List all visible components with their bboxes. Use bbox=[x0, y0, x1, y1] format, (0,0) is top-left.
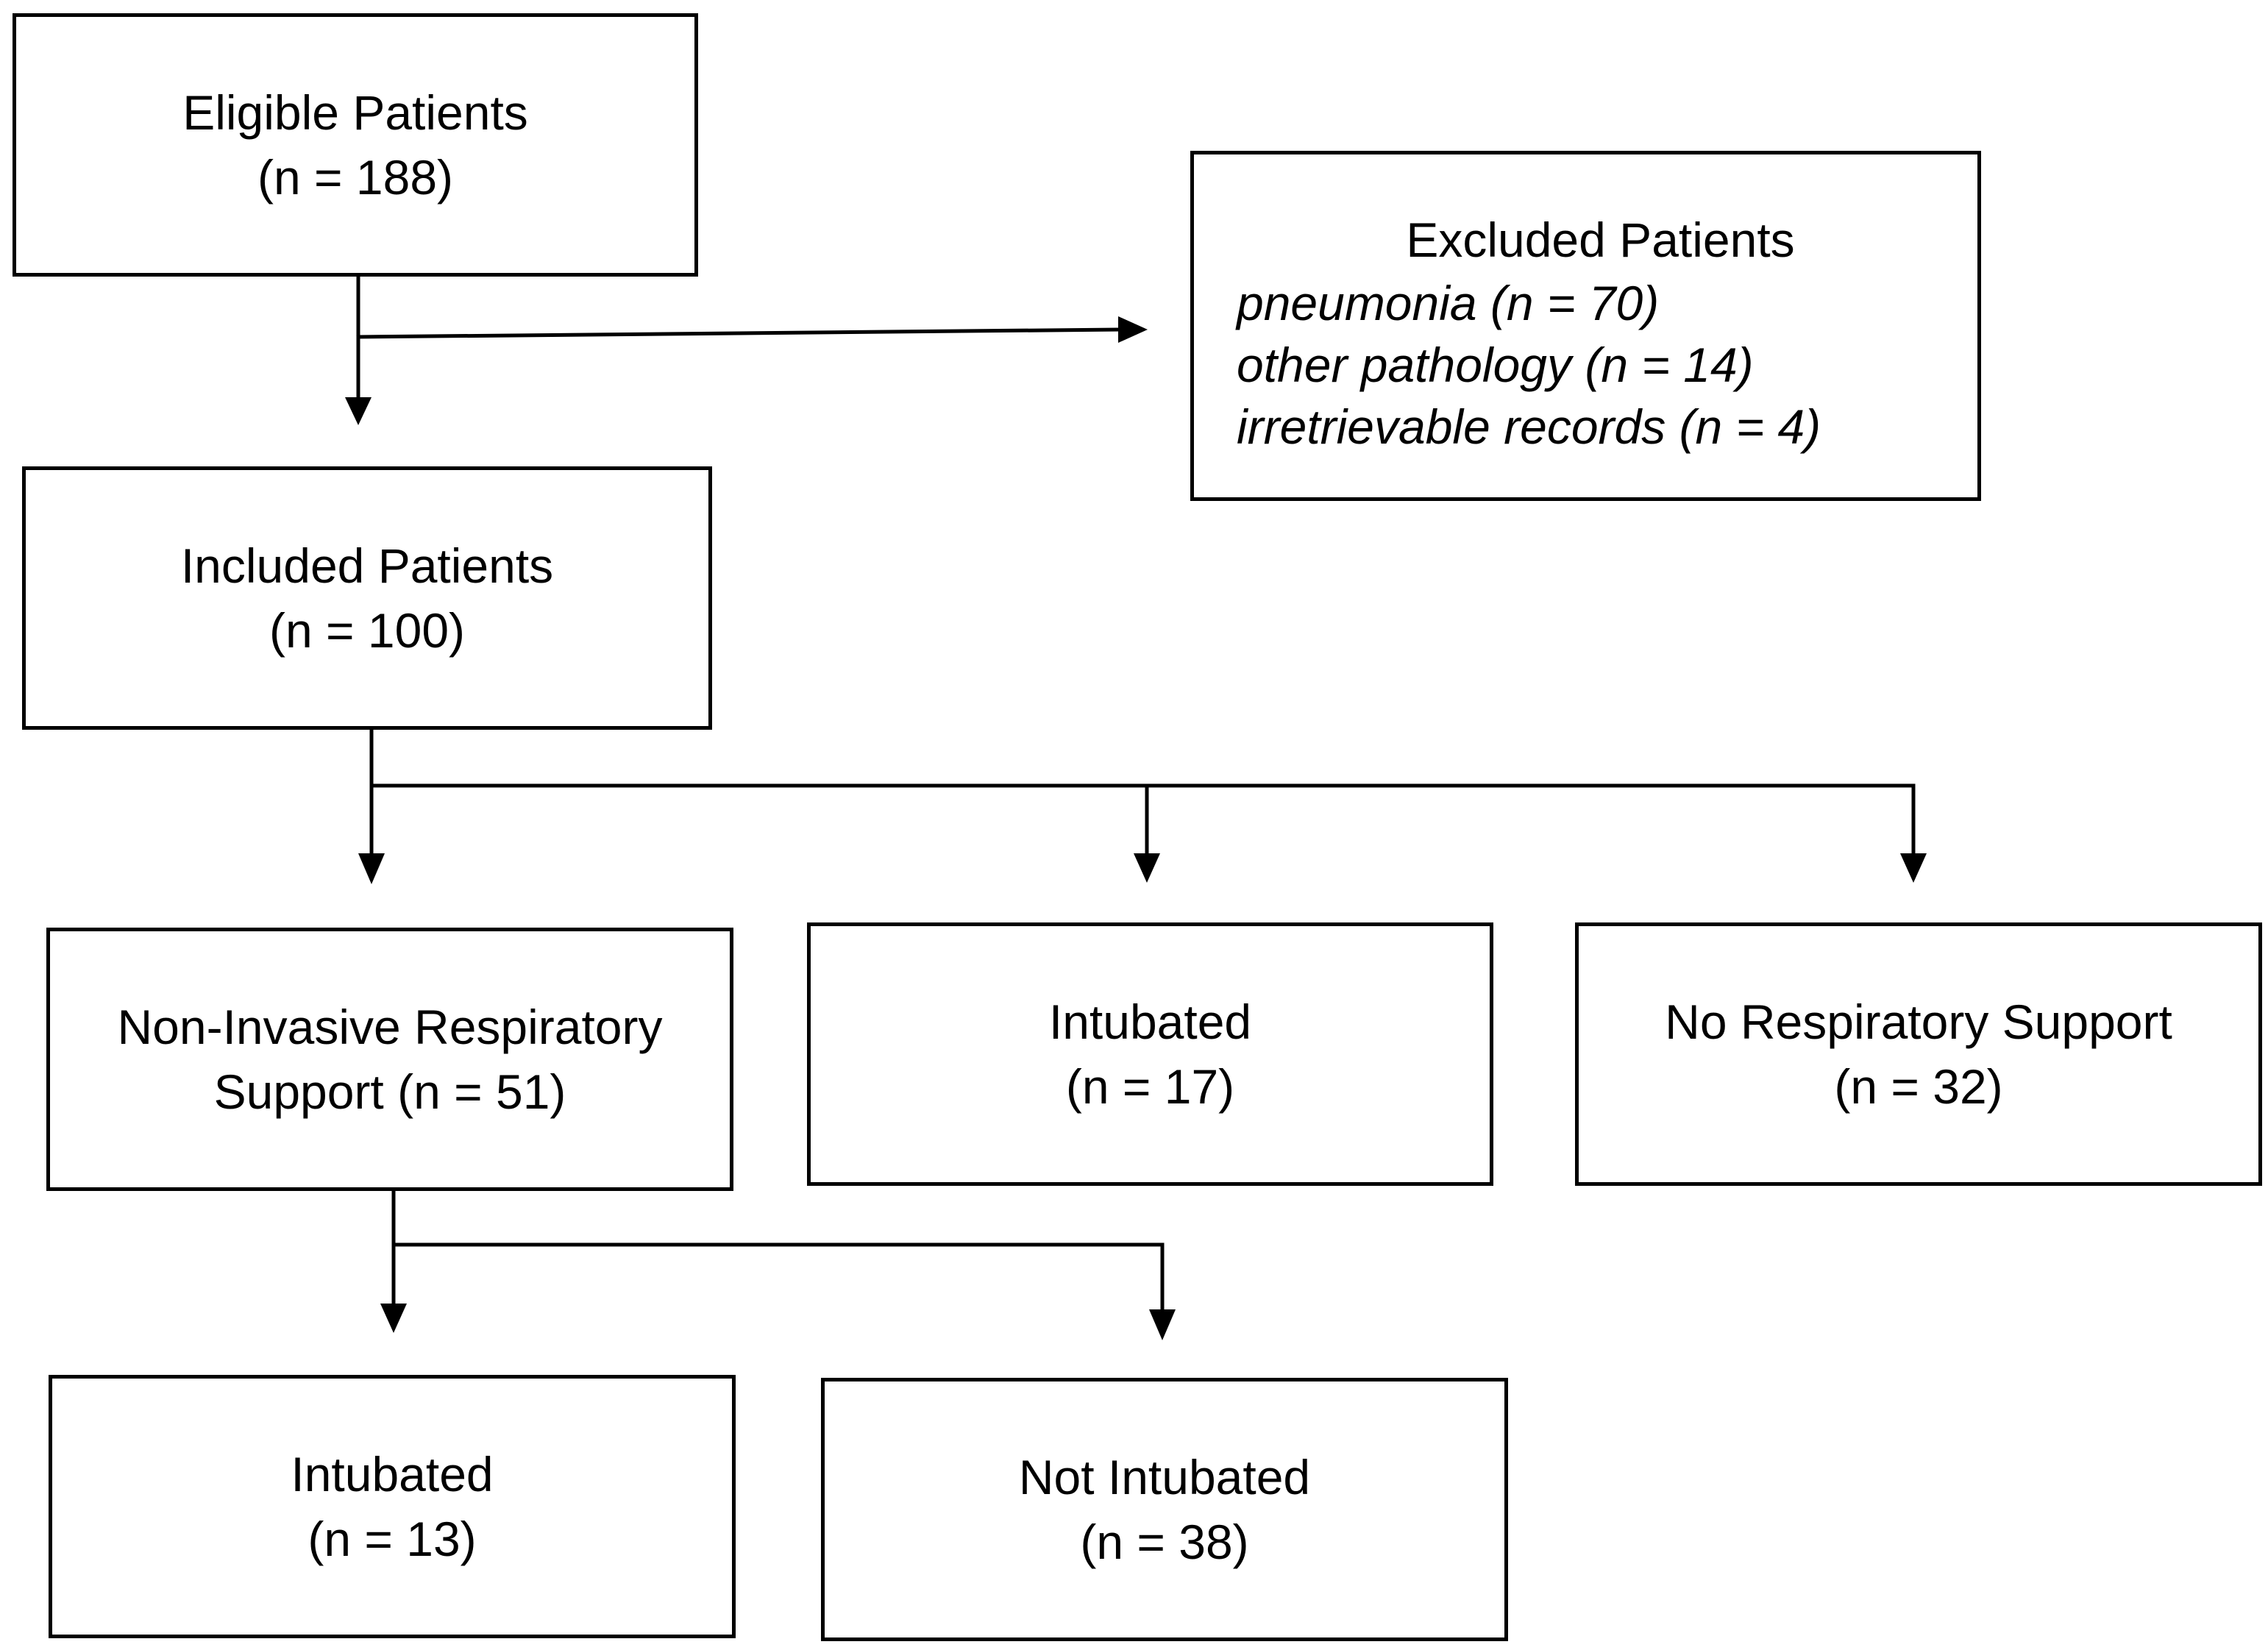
no-respiratory-support-title: No Respiratory Support bbox=[1665, 995, 2172, 1049]
included-patients-box: Included Patients (n = 100) bbox=[22, 466, 712, 730]
arrowhead-nirs bbox=[358, 853, 385, 884]
intubated-title: Intubated bbox=[1048, 995, 1252, 1049]
arrowhead-intubated bbox=[1134, 853, 1160, 883]
arrowhead-not-intubated bbox=[1149, 1309, 1176, 1340]
no-respiratory-support-count: (n = 32) bbox=[1834, 1059, 2003, 1114]
arrowhead-no-support bbox=[1900, 853, 1927, 883]
intubated-box: Intubated (n = 17) bbox=[807, 922, 1493, 1186]
no-respiratory-support-box: No Respiratory Support (n = 32) bbox=[1575, 922, 2262, 1186]
arrowhead-included bbox=[345, 397, 372, 425]
non-invasive-support-line2: Support (n = 51) bbox=[213, 1064, 566, 1119]
exclusion-reason-pneumonia: pneumonia (n = 70) bbox=[1237, 276, 1660, 330]
exclusion-reason-irretrievable-records: irretrievable records (n = 4) bbox=[1237, 399, 1821, 454]
exclusion-branch-line bbox=[356, 327, 1120, 339]
included-patients-title: Included Patients bbox=[180, 538, 554, 593]
non-invasive-support-line1: Non-Invasive Respiratory bbox=[117, 1000, 663, 1054]
excluded-patients-box: Excluded Patients pneumonia (n = 70) oth… bbox=[1190, 151, 1981, 501]
included-patients-count: (n = 100) bbox=[269, 603, 465, 658]
non-invasive-support-box: Non-Invasive Respiratory Support (n = 51… bbox=[46, 928, 733, 1191]
exclusion-reason-other-pathology: other pathology (n = 14) bbox=[1237, 338, 1754, 392]
nirs-intubated-count: (n = 13) bbox=[308, 1512, 477, 1566]
eligible-patients-box: Eligible Patients (n = 188) bbox=[13, 13, 698, 277]
nirs-intubated-title: Intubated bbox=[291, 1447, 494, 1501]
nirs-not-intubated-count: (n = 38) bbox=[1080, 1515, 1249, 1569]
arrowhead-excluded bbox=[1118, 316, 1148, 343]
nirs-intubated-box: Intubated (n = 13) bbox=[49, 1375, 736, 1638]
intubated-count: (n = 17) bbox=[1065, 1059, 1235, 1114]
nirs-not-intubated-title: Not Intubated bbox=[1018, 1450, 1311, 1504]
excluded-patients-title: Excluded Patients bbox=[1406, 213, 1795, 267]
arrowhead-sub-intubated bbox=[380, 1304, 407, 1333]
eligible-patients-title: Eligible Patients bbox=[182, 85, 528, 140]
eligible-patients-count: (n = 188) bbox=[257, 150, 453, 205]
nirs-not-intubated-box: Not Intubated (n = 38) bbox=[821, 1378, 1508, 1641]
